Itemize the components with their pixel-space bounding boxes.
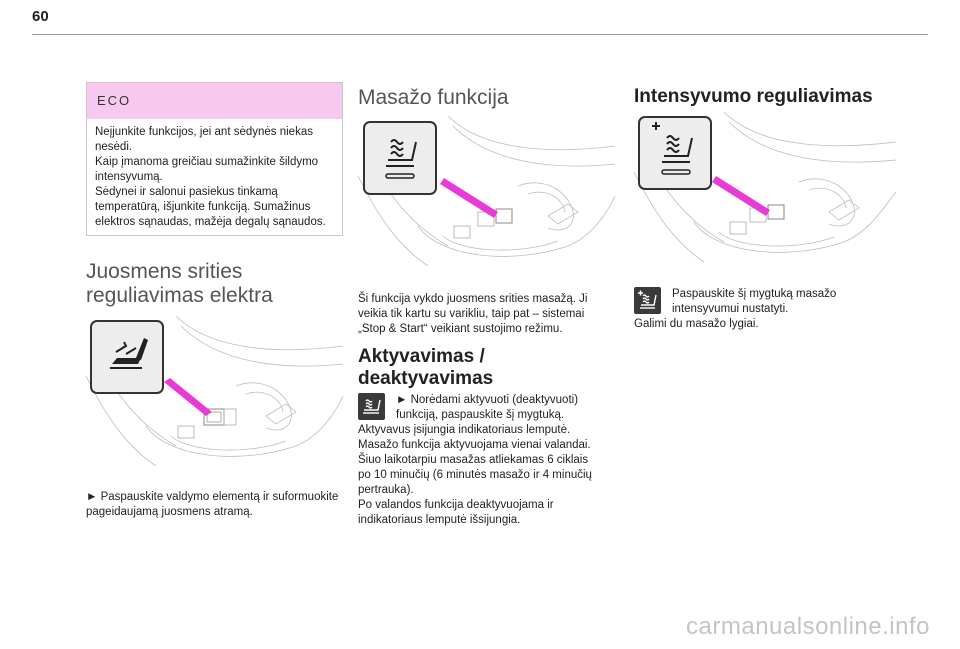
activation-line: Šiuo laikotarpiu masažas atliekamas 6 ci…	[358, 454, 592, 496]
activation-title: Aktyvavimas / deaktyvavimas	[358, 346, 494, 389]
eco-line: Sėdynei ir salonui pasiekus tinkamą temp…	[95, 186, 326, 228]
eco-line: Neįjunkite funkcijos, jei ant sėdynės ni…	[95, 126, 313, 153]
eco-text: Neįjunkite funkcijos, jei ant sėdynės ni…	[87, 119, 342, 230]
massage-button-icon	[358, 393, 385, 420]
massage-intro: Ši funkcija vykdo juosmens srities masaž…	[358, 293, 588, 335]
activation-line: Po valandos funkcija deaktyvuojama ir in…	[358, 499, 554, 526]
intensity-instruction: Paspauskite šį mygtuką masažo intensyvum…	[672, 288, 837, 315]
lumbar-control-illustration	[86, 316, 343, 476]
intensity-title: Intensyvumo reguliavimas	[634, 86, 873, 107]
activation-line: Masažo funkcija aktyvuojama vienai valan…	[358, 439, 591, 451]
eco-heading: ECO	[87, 83, 342, 119]
eco-note-box: ECO Neįjunkite funkcijos, jei ant sėdynė…	[86, 82, 343, 236]
intensity-control-illustration	[634, 112, 896, 272]
eco-line: Kaip įmanoma greičiau sumažinkite šildym…	[95, 156, 319, 183]
intensity-line: Galimi du masažo lygiai.	[634, 318, 759, 330]
page-number: 60	[32, 8, 49, 25]
lumbar-title: Juosmens srities reguliavimas elektra	[86, 260, 273, 307]
activation-line: Aktyvavus įsijungia indikatoriaus lemput…	[358, 424, 571, 436]
intensity-text: Paspauskite šį mygtuką masažo intensyvum…	[634, 287, 896, 332]
massage-intensity-icon	[652, 122, 693, 175]
massage-icon	[385, 139, 417, 179]
watermark: carmanualsonline.info	[686, 613, 930, 640]
lumbar-instruction: ► Paspauskite valdymo elementą ir suform…	[86, 491, 339, 518]
massage-title: Masažo funkcija	[358, 86, 509, 109]
intensity-button-icon	[634, 287, 661, 314]
activation-text: ► Norėdami aktyvuoti (deaktyvuoti) funkc…	[358, 393, 604, 528]
top-rule	[32, 34, 928, 35]
activation-instruction: ► Norėdami aktyvuoti (deaktyvuoti) funkc…	[396, 394, 579, 421]
massage-control-illustration	[358, 116, 615, 276]
lumbar-icon	[110, 338, 148, 369]
